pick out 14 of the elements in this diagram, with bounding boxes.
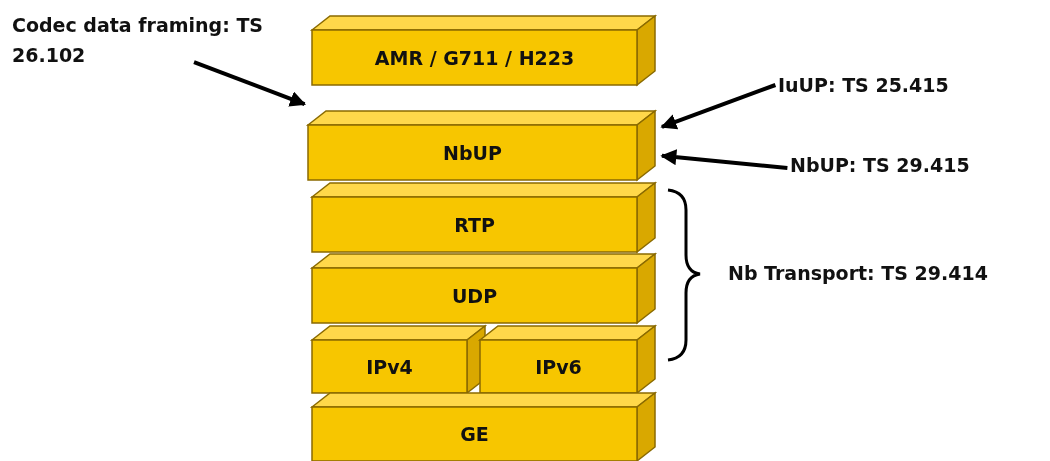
annotation-text: NbUP: TS 29.415 [790,150,1050,180]
annotation-text: Codec data framing: TS 26.102 [12,10,292,70]
arrow [660,149,788,170]
layer-name: IPv6 [535,355,582,378]
annotation-text: Nb Transport: TS 29.414 [728,261,988,286]
annotation-text: IuUP: TS 25.415 [778,70,1038,100]
layer-name: NbUP [443,141,502,164]
layer-name: IPv4 [366,355,413,378]
layer-name: UDP [451,284,498,307]
layer-name: RTP [454,213,495,236]
arrow [193,60,307,107]
layer-name: AMR / G711 / H223 [374,46,575,69]
layer-name: GE [460,423,489,445]
arrow [660,83,777,130]
